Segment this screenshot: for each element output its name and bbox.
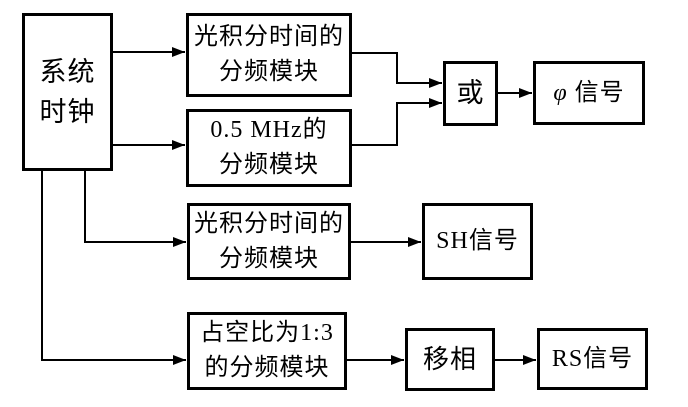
node-phase-shift: 移相 [405,328,495,391]
phi-symbol: φ [553,79,568,106]
node-rs-signal: RS信号 [537,328,648,390]
edge-clock-to-int-mid [84,170,186,247]
node-phi-signal: φ 信号 [533,61,645,125]
node-integration-time-divider-mid: 光积分时间的 分频模块 [187,203,351,280]
edge-int-top-to-or [352,52,442,88]
node-system-clock: 系统 时钟 [22,13,113,171]
node-integration-time-divider-top: 光积分时间的 分频模块 [186,13,352,97]
node-duty-cycle-divider: 占空比为1:3 的分频模块 [187,312,347,390]
node-sh-signal: SH信号 [422,203,533,280]
edge-mhz-to-or [352,98,442,146]
edge-clock-to-duty [41,170,186,365]
node-or-gate: 或 [443,61,498,126]
phi-signal-label: 信号 [574,79,625,106]
node-0p5mhz-divider: 0.5 MHz的 分频模块 [186,109,352,187]
